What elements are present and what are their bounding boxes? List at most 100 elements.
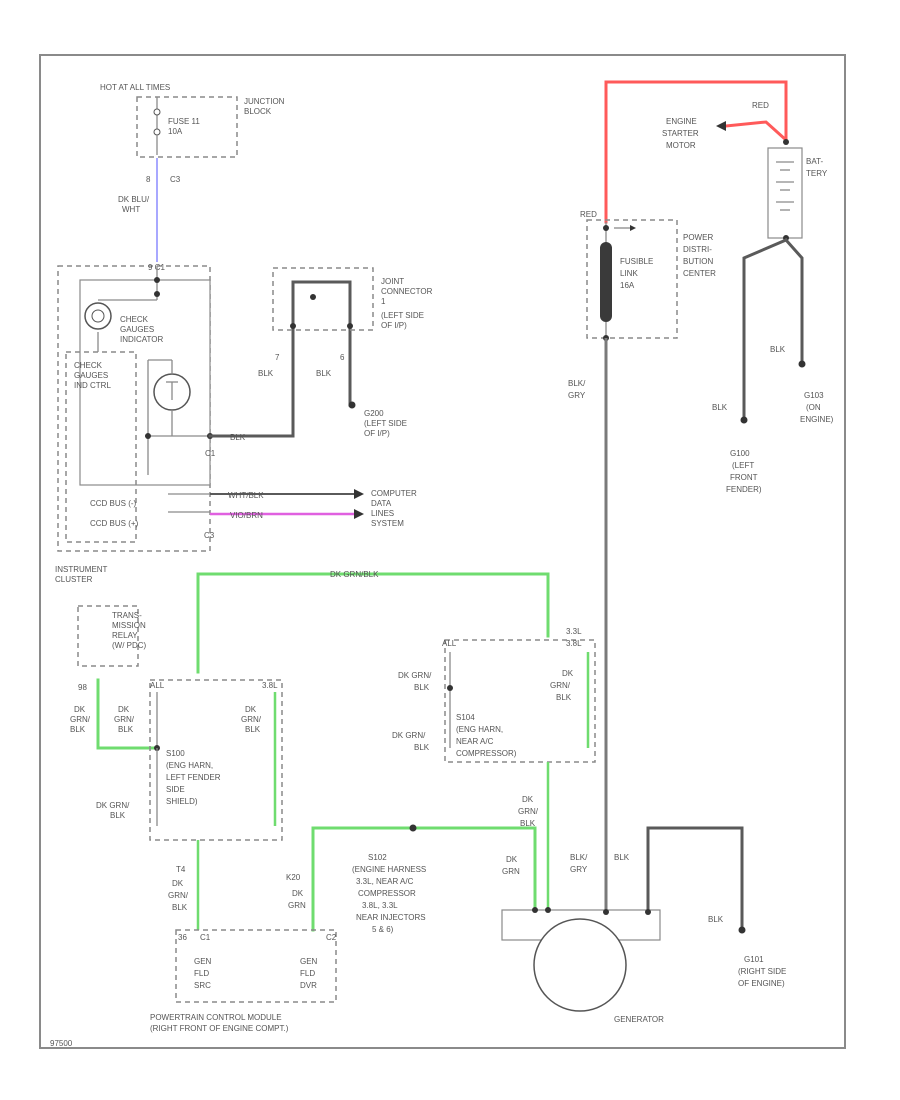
dk-grn-blk-b-1: DK xyxy=(118,705,130,714)
blk-gry-label-1: BLK/ xyxy=(568,379,586,388)
label-38l-1: 3.8L xyxy=(262,681,278,690)
generator-icon xyxy=(533,918,627,1012)
pcm-gen-fld-src-2: FLD xyxy=(194,969,209,978)
pcm-pin-left: 36 xyxy=(178,933,187,942)
wire-dk-blu-wht-label-1: DK BLU/ xyxy=(118,195,150,204)
dk-grn-blk-h-1: DK GRN/ xyxy=(392,731,426,740)
s102-label-7: 5 & 6) xyxy=(372,925,394,934)
s102-label-6: NEAR INJECTORS xyxy=(356,913,426,922)
dk-grn-blk-e-1: DK GRN/ xyxy=(398,671,432,680)
diagram-code: 97500 xyxy=(50,1039,73,1048)
label-all-1: ALL xyxy=(150,681,165,690)
splice-s104: ALL 3.3L 3.8L DK GRN/ BLK DK GRN/ BLK S1… xyxy=(398,627,596,763)
g100-label-1: G100 xyxy=(730,449,750,458)
pcm-gen-fld-dvr-2: FLD xyxy=(300,969,315,978)
pcm-gen-fld-dvr-3: DVR xyxy=(300,981,317,990)
splice-s100: ALL 3.8L DK GRN/ BLK DK GRN/ BLK S100 (E… xyxy=(114,679,283,841)
pcm-pin-left-2: C1 xyxy=(200,933,211,942)
fusible-link-label-3: 16A xyxy=(620,281,635,290)
pcm-label-1: POWERTRAIN CONTROL MODULE xyxy=(150,1013,282,1022)
ind-ctrl-label-3: IND CTRL xyxy=(74,381,111,390)
g101-label-1: G101 xyxy=(744,955,764,964)
s100-label-2: (ENG HARN, xyxy=(166,761,213,770)
ind-ctrl-label-1: CHECK xyxy=(74,361,103,370)
dk-grn-blk-i-3: BLK xyxy=(520,819,536,828)
s102-label-5: 3.8L, 3.3L xyxy=(362,901,398,910)
ccd-bus-plus-label: CCD BUS (+) xyxy=(90,519,139,528)
s102-label-3: 3.3L, NEAR A/C xyxy=(356,877,414,886)
dk-grn-blk-a-2: GRN/ xyxy=(70,715,91,724)
s104-label-1: S104 xyxy=(456,713,475,722)
s100-label-4: SIDE xyxy=(166,785,185,794)
wire-top-green-label: DK GRN/BLK xyxy=(330,570,379,579)
g101-label-3: OF ENGINE) xyxy=(738,979,785,988)
dk-grn-blk-c-1: DK xyxy=(245,705,257,714)
blk-label-4: BLK xyxy=(712,403,728,412)
red-wire-main xyxy=(604,80,788,224)
splice-s102-dot xyxy=(409,824,417,832)
dk-grn-blk-e-2: BLK xyxy=(414,683,430,692)
computer-data-label-2: DATA xyxy=(371,499,392,508)
green-wire-s102 xyxy=(311,826,537,932)
label-98: 98 xyxy=(78,683,87,692)
starter-label-2: STARTER xyxy=(662,129,699,138)
connector-c3-label: C3 xyxy=(170,175,181,184)
green-wire-relay xyxy=(96,678,159,750)
pin-t4-label: T4 xyxy=(176,865,186,874)
dk-grn-blk-a-3: BLK xyxy=(70,725,86,734)
dk-grn-k-1: DK xyxy=(292,889,304,898)
dk-grn-blk-d-1: DK GRN/ xyxy=(96,801,130,810)
starter-label-3: MOTOR xyxy=(666,141,696,150)
dk-grn-blk-b-2: GRN/ xyxy=(114,715,135,724)
dk-grn-blk-f-2: GRN/ xyxy=(550,681,571,690)
instrument-cluster-label-2: CLUSTER xyxy=(55,575,93,584)
g200-label-1: G200 xyxy=(364,409,384,418)
computer-data-label-4: SYSTEM xyxy=(371,519,404,528)
s102-label-1: S102 xyxy=(368,853,387,862)
starter-label-1: ENGINE xyxy=(666,117,697,126)
joint-connector: JOINT CONNECTOR 1 (LEFT SIDE OF I/P) xyxy=(272,267,433,331)
pin-6-label: 6 xyxy=(340,353,345,362)
ground-wire-blk xyxy=(208,280,352,438)
blk-label-3: BLK xyxy=(770,345,786,354)
label-38l-2: 3.8L xyxy=(566,639,582,648)
blk-label-6: BLK xyxy=(708,915,724,924)
junction-block: HOT AT ALL TIMES FUSE 11 10A JUNCTION BL… xyxy=(100,83,285,158)
instrument-cluster-label-1: INSTRUMENT xyxy=(55,565,108,574)
connector-c1-label-a: C1 xyxy=(205,449,216,458)
dk-grn-blk-g-2: GRN/ xyxy=(168,891,189,900)
pdc-label-1: POWER xyxy=(683,233,713,242)
dk-grn-blk-g-1: DK xyxy=(172,879,184,888)
junction-block-label-1: JUNCTION xyxy=(244,97,285,106)
transmission-relay: TRANS- MISSION RELAY (W/ PDC) xyxy=(77,605,147,667)
pdc-label-2: DISTRI- xyxy=(683,245,712,254)
arrow-starter-icon xyxy=(716,121,726,131)
blk-label-1: BLK xyxy=(258,369,274,378)
arrow-ccd-minus-icon xyxy=(354,489,364,499)
dk-grn-blk-i-1: DK xyxy=(522,795,534,804)
generator-ground-wire xyxy=(646,826,744,930)
s100-label-1: S100 xyxy=(166,749,185,758)
g103-label-3: ENGINE) xyxy=(800,415,834,424)
s100-label-5: SHIELD) xyxy=(166,797,198,806)
dk-grn-blk-a-1: DK xyxy=(74,705,86,714)
wire-wht-blk-label: WHT/BLK xyxy=(228,491,264,500)
s100-label-3: LEFT FENDER xyxy=(166,773,221,782)
g100-label-3: FRONT xyxy=(730,473,758,482)
battery: BAT- TERY xyxy=(767,147,828,239)
fuse-amp-label: 10A xyxy=(168,127,183,136)
blk-label-2: BLK xyxy=(316,369,332,378)
g200-label-3: OF I/P) xyxy=(364,429,390,438)
joint-connector-label-2: CONNECTOR xyxy=(381,287,433,296)
power-distribution-center: FUSIBLE LINK 16A POWER DISTRI- BUTION CE… xyxy=(586,219,716,341)
dk-grn-blk-i-2: GRN/ xyxy=(518,807,539,816)
trans-relay-label-3: RELAY xyxy=(112,631,138,640)
junction-block-label-2: BLOCK xyxy=(244,107,272,116)
g200-ground-dot xyxy=(348,401,356,409)
wire-vio-brn-label: VIO/BRN xyxy=(230,511,263,520)
wire-dk-blu-wht-label-2: WHT xyxy=(122,205,140,214)
s102-label-2: (ENGINE HARNESS xyxy=(352,865,426,874)
hot-at-all-times-label: HOT AT ALL TIMES xyxy=(100,83,170,92)
s102-label-4: COMPRESSOR xyxy=(358,889,416,898)
